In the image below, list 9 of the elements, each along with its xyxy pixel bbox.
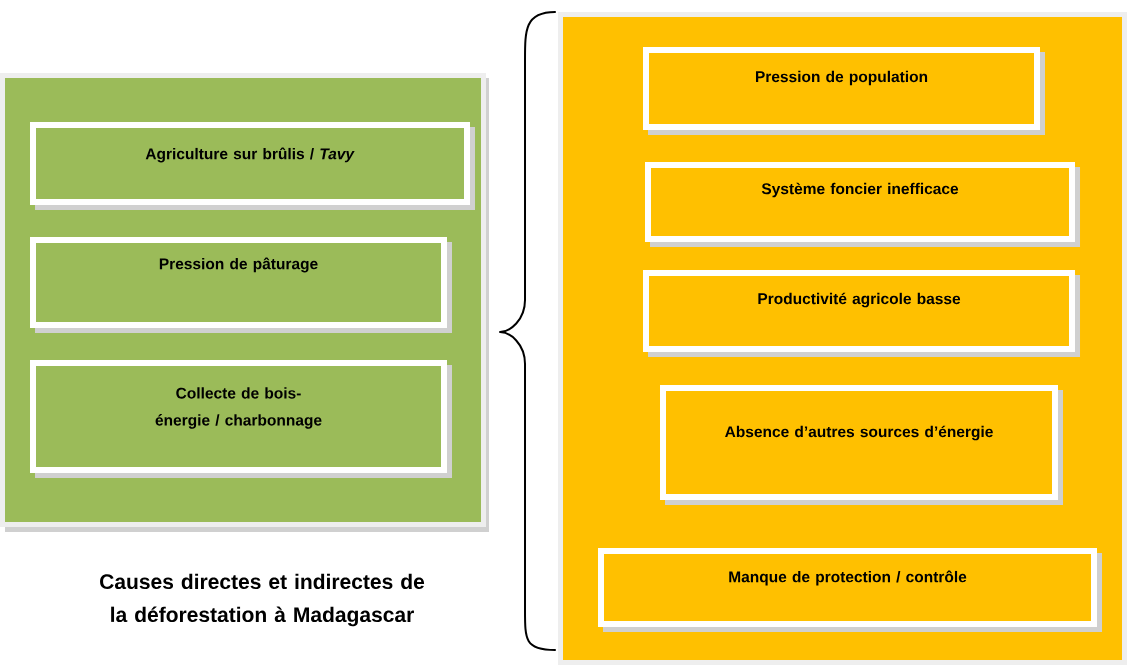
cause-box: Manque de protection / contrôle — [598, 548, 1102, 632]
cause-box: Absence d’autres sources d’énergie — [660, 385, 1063, 505]
cause-box: Pression de pâturage — [30, 237, 452, 333]
cause-box: Pression de population — [643, 47, 1045, 135]
cause-box: Système foncier inefficace — [645, 162, 1080, 247]
cause-box: Collecte de bois-énergie / charbonnage — [30, 360, 452, 478]
title: Causes directes et indirectes de la déforestation à Madagascar — [100, 573, 425, 627]
cause-box: Productivité agricole basse — [643, 270, 1080, 357]
cause-box: Agriculture sur brûlis / Tavy — [30, 122, 475, 210]
